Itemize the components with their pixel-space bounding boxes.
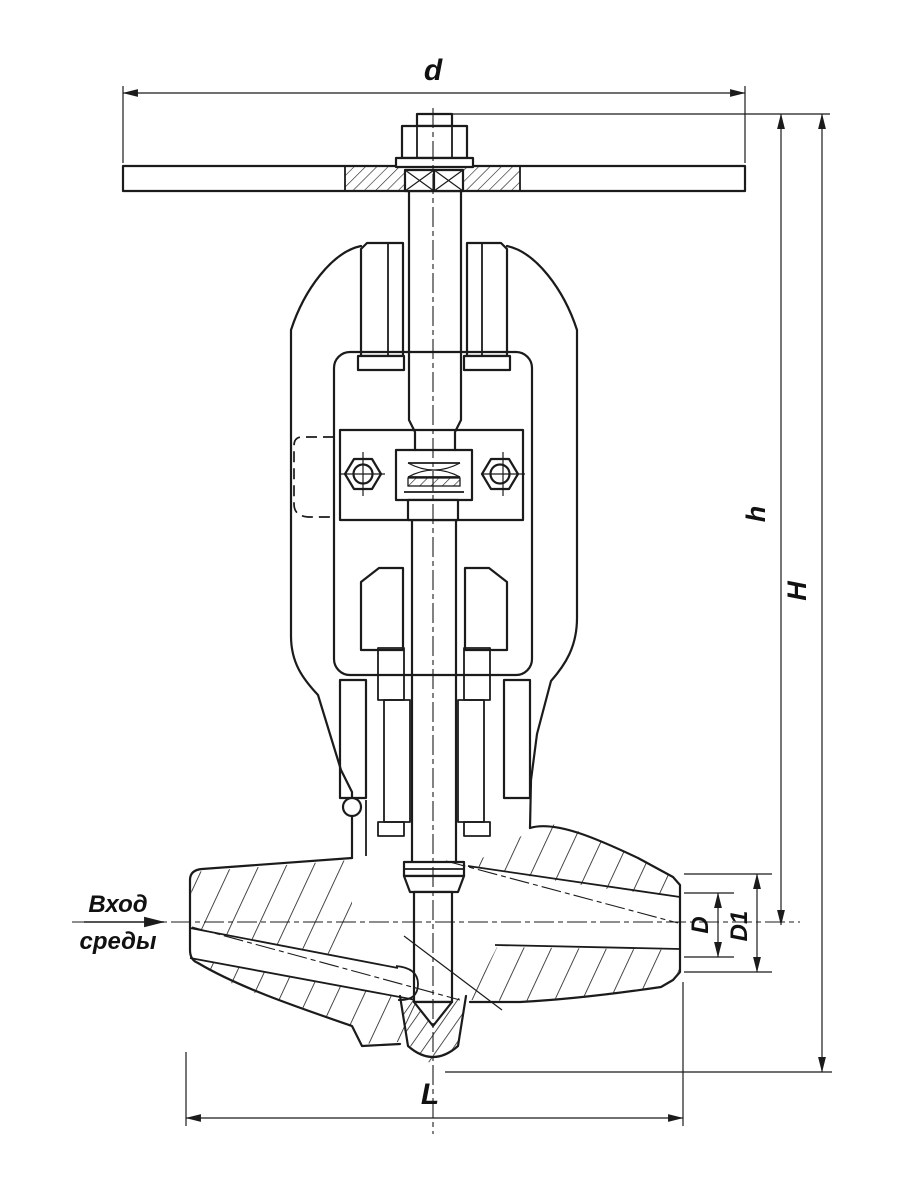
dim-label-D1: D1 — [726, 911, 753, 942]
dim-label-L: L — [421, 1078, 439, 1111]
stem-lower — [410, 518, 458, 864]
gland-bracket — [338, 428, 525, 522]
dimension-L: L — [185, 982, 684, 1126]
dim-label-H: H — [782, 581, 812, 601]
bonnet-gland-blocks — [356, 241, 512, 372]
packing-columns — [338, 647, 532, 837]
dimension-D: D — [684, 892, 734, 958]
bolt-crosshairs — [341, 452, 525, 496]
valve-body — [121, 112, 747, 1066]
stem-upper — [407, 189, 463, 452]
dim-label-d: d — [424, 54, 443, 87]
handwheel — [121, 164, 747, 193]
dimension-D1: D1 — [684, 873, 772, 973]
wheel-hub-bushing — [403, 168, 465, 193]
union-lugs — [359, 566, 509, 652]
body-right-wall — [505, 244, 579, 830]
stem-packing-left — [383, 699, 411, 823]
dimension-H: H — [782, 113, 826, 1073]
inlet-label-line1: Вход — [88, 891, 147, 918]
seat-axis-line — [403, 935, 503, 1011]
inlet-channel-cap — [395, 965, 419, 1001]
dimension-h: h — [741, 113, 785, 926]
dim-label-D: D — [687, 916, 714, 933]
inlet-nozzle — [188, 856, 433, 1048]
dim-label-h: h — [741, 506, 771, 523]
dimensions: d h H D D1 L — [80, 54, 832, 1126]
inlet-label-line2: среды — [80, 928, 157, 955]
inlet-channel-axis — [191, 926, 461, 1001]
stem-packing-right — [457, 699, 485, 823]
inlet-annotation: Вход среды — [80, 891, 165, 955]
outlet-channel-axis — [445, 860, 679, 924]
drain-ball — [341, 796, 363, 818]
stem-nut — [394, 112, 475, 169]
body-left-wall — [289, 244, 363, 860]
hidden-flange-dashed — [293, 436, 334, 518]
dimension-d: d — [122, 54, 746, 163]
outlet-nozzle — [467, 823, 682, 1004]
centerlines — [72, 108, 800, 1134]
